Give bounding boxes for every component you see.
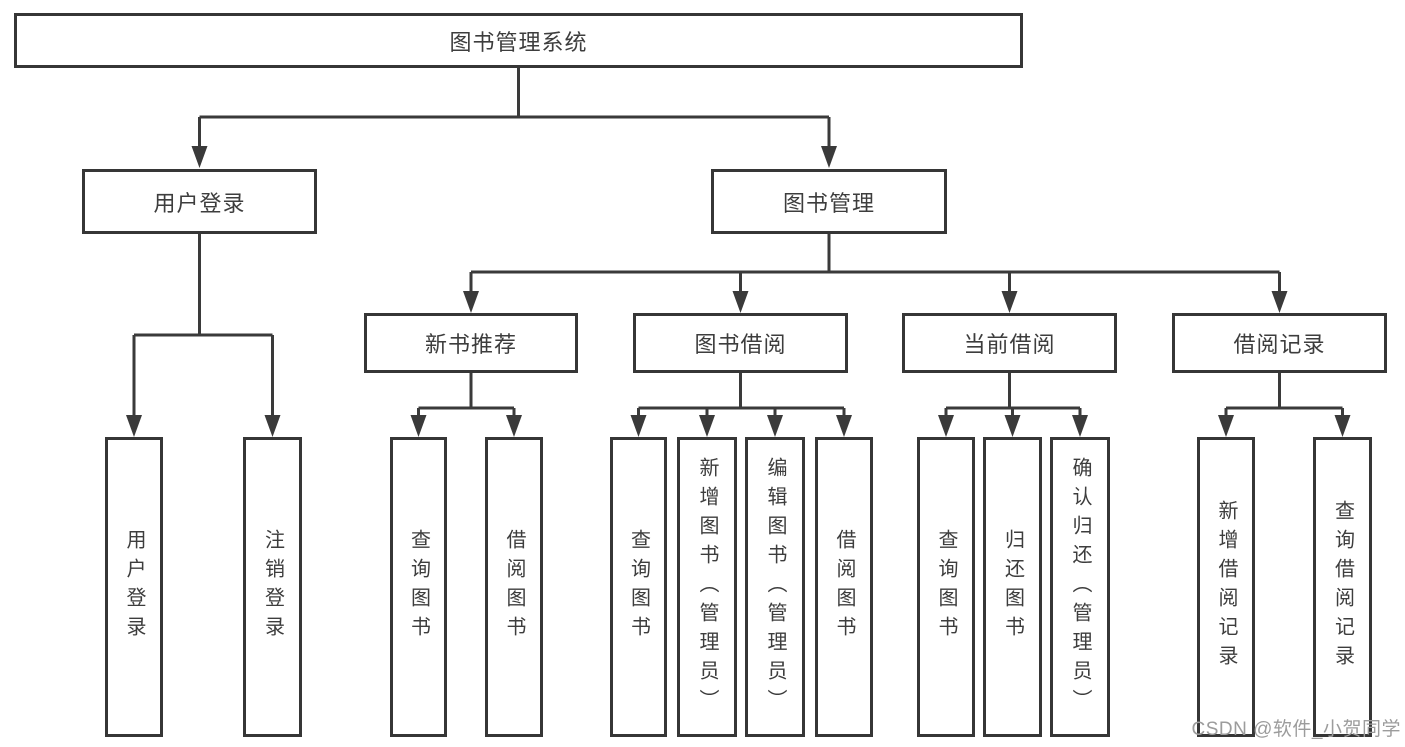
node-new-book-recommend: 新书推荐 [364,313,578,373]
leaf-borrow-book-2: 借阅图书 [815,437,873,737]
edge-newbook-to-leaves [417,373,516,417]
csdn-watermark: CSDN @软件_小贺同学 [1191,719,1401,740]
node-root-system: 图书管理系统 [14,13,1023,68]
leaf-add-book-admin: 新增图书（管理员） [677,437,737,737]
leaf-query-borrow-record: 查询借阅记录 [1313,437,1372,737]
node-current-borrow: 当前借阅 [902,313,1117,373]
leaf-add-borrow-record: 新增借阅记录 [1197,437,1255,737]
arrowhead-icon [821,146,837,168]
arrowhead-icon [1218,415,1234,437]
leaf-return-book: 归还图书 [983,437,1042,737]
arrowhead-icon [506,415,522,437]
node-book-management: 图书管理 [711,169,947,234]
arrowhead-icon [836,415,852,437]
edge-borrow-to-leaves [637,373,846,417]
leaf-query-book-1: 查询图书 [390,437,447,737]
arrowhead-icon [1001,291,1018,313]
arrowhead-icon [767,415,783,437]
leaf-confirm-return-admin: 确认归还（管理员） [1050,437,1110,737]
leaf-user-login: 用户登录 [105,437,163,737]
arrowhead-icon [1004,415,1021,437]
arrowhead-icon [126,415,142,437]
leaf-logout: 注销登录 [243,437,302,737]
node-book-borrow: 图书借阅 [633,313,848,373]
node-user-login: 用户登录 [82,169,317,234]
leaf-query-book-3: 查询图书 [917,437,975,737]
edge-root-to-level1 [198,68,831,148]
arrowhead-icon [463,291,479,313]
arrowhead-icon [699,415,715,437]
edge-userlogin-to-leaves [132,234,274,417]
leaf-edit-book-admin: 编辑图书（管理员） [745,437,805,737]
arrowhead-icon [264,415,281,437]
arrowhead-icon [410,415,427,437]
node-borrow-record: 借阅记录 [1172,313,1387,373]
arrowhead-icon [732,291,749,313]
arrowhead-icon [630,415,647,437]
edge-record-to-leaves [1224,373,1344,417]
arrowhead-icon [938,415,954,437]
edge-bookmgmt-to-level2 [469,234,1281,293]
leaf-query-book-2: 查询图书 [610,437,667,737]
leaf-borrow-book-1: 借阅图书 [485,437,543,737]
arrowheads [126,146,1351,437]
arrowhead-icon [191,146,208,168]
arrowhead-icon [1072,415,1088,437]
arrowhead-icon [1334,415,1351,437]
edge-current-to-leaves [944,373,1082,417]
arrowhead-icon [1271,291,1288,313]
